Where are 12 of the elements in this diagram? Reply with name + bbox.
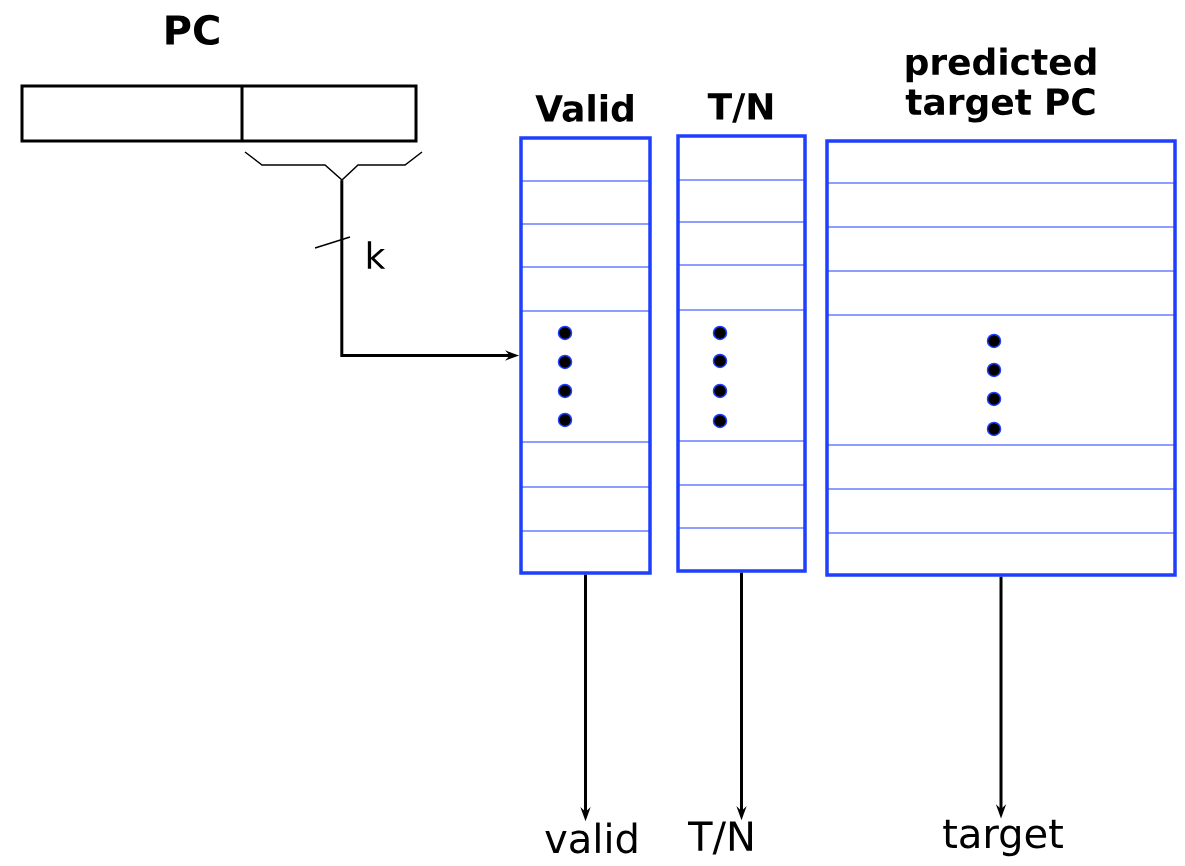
output-label: target: [943, 819, 1063, 857]
edge-label: k: [367, 241, 386, 269]
node-label: PC: [166, 14, 219, 46]
node-label: predicted target PC: [905, 47, 1096, 123]
register-box: PC: [20, 14, 418, 143]
table-box: T/N: [676, 93, 807, 573]
table-box: Valid: [519, 94, 652, 575]
node-label: Valid: [535, 94, 633, 122]
table-box: predicted target PC: [825, 47, 1177, 577]
node-label: T/N: [707, 93, 773, 123]
output-label: T/N: [688, 821, 752, 855]
output-label: valid: [545, 822, 637, 854]
